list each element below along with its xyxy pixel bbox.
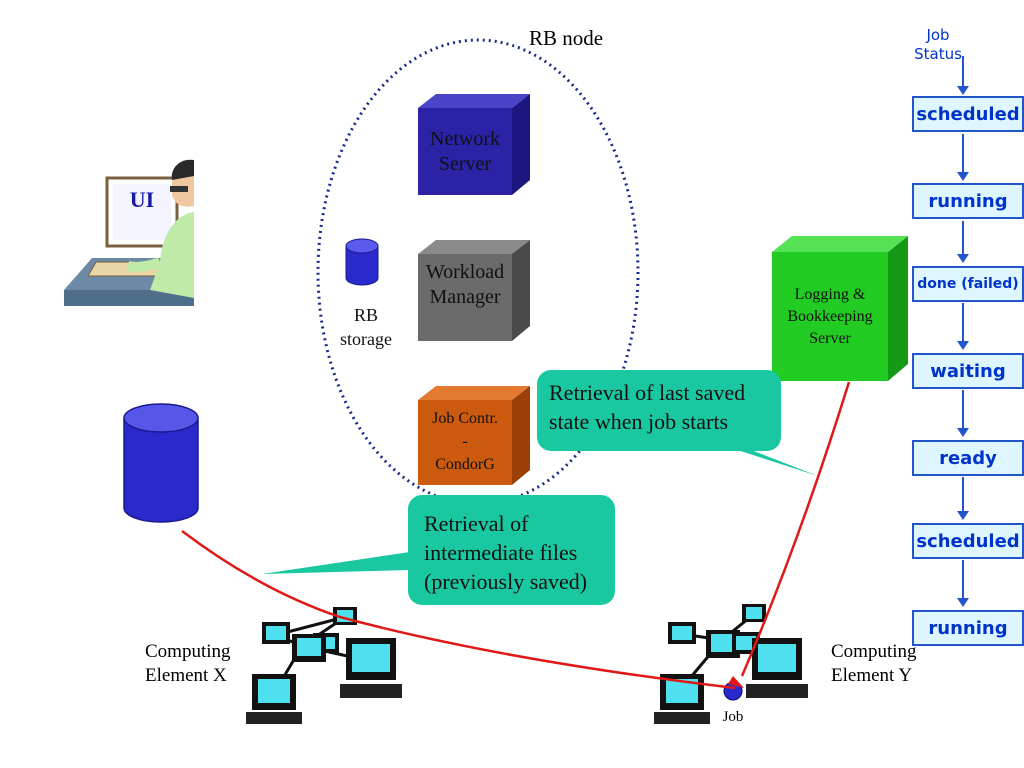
last-state-callout-shape: [537, 370, 818, 476]
intermediate-callout-shape: [262, 495, 615, 605]
data-flow-lines: [181, 381, 851, 690]
logging-server-line-1: Logging &: [794, 286, 866, 303]
intermediate-line-3: (previously saved): [424, 569, 588, 594]
rb-node-title: RB node: [528, 26, 604, 50]
intermediate-files-callout: Retrieval of intermediate files (previou…: [424, 509, 610, 596]
status-waiting: waiting: [912, 353, 1024, 389]
rb-storage-line-2: storage: [340, 329, 392, 349]
rb-storage-cylinder: [345, 238, 379, 286]
intermediate-line-2: intermediate files: [424, 540, 578, 565]
computing-element-y-label: Computing Element Y: [831, 640, 917, 688]
job-status-title-line-2: Status: [914, 45, 962, 63]
last-state-callout: Retrieval of last saved state when job s…: [549, 378, 777, 436]
status-scheduled: scheduled: [912, 96, 1024, 132]
rb-storage-line-1: RB: [353, 305, 378, 325]
job-controller-cube: [418, 386, 530, 485]
status-ready: ready: [912, 440, 1024, 476]
last-state-line-2: state when job starts: [549, 409, 729, 434]
job-status-arrows: [957, 56, 969, 607]
logging-server-line-2: Bookkeeping: [787, 308, 873, 325]
computing-element-y-network: [654, 604, 808, 724]
rb-storage-label: RB storage: [330, 302, 402, 352]
ce-y-line-2: Element Y: [831, 665, 913, 686]
network-server-line-1: Network: [430, 127, 500, 150]
workload-manager-cube: [418, 240, 530, 341]
job-controller-label: Job Contr. - CondorG: [414, 398, 516, 484]
intermediate-files-line: [181, 530, 736, 690]
last-state-line-1: Retrieval of last saved: [549, 380, 746, 405]
intermediate-line-1: Retrieval of: [424, 511, 529, 536]
job-label: Job: [722, 709, 744, 725]
job-controller-line-3: CondorG: [435, 455, 495, 473]
network-server-cube: [418, 94, 530, 195]
logging-bookkeeping-cube: [772, 236, 908, 381]
computing-element-x-label: Computing Element X: [145, 640, 231, 688]
rb-node-boundary: [316, 38, 640, 506]
workload-manager-label: Workload Manager: [418, 254, 512, 340]
workload-manager-line-1: Workload: [425, 261, 505, 283]
job-status-title: Job Status: [900, 26, 976, 64]
ui-label: UI: [129, 187, 155, 212]
network-server-line-2: Server: [438, 152, 492, 175]
status-running: running: [912, 183, 1024, 219]
last-state-line: [740, 381, 851, 677]
logging-server-line-3: Server: [809, 330, 851, 347]
job-status-title-line-1: Job: [926, 26, 950, 44]
workload-manager-line-2: Manager: [429, 286, 501, 308]
status-scheduled-2: scheduled: [912, 523, 1024, 559]
job-controller-line-2: -: [462, 432, 468, 450]
network-server-label: Network Server: [418, 108, 512, 195]
computing-element-x-network: [246, 607, 402, 724]
ce-y-line-1: Computing: [831, 641, 917, 662]
status-running-2: running: [912, 610, 1024, 646]
logging-bookkeeping-label: Logging & Bookkeeping Server: [772, 284, 888, 354]
ce-x-line-2: Element X: [145, 665, 227, 686]
status-done-failed: done (failed): [912, 266, 1024, 302]
job-controller-line-1: Job Contr.: [432, 409, 498, 427]
storage-cylinder: [123, 403, 199, 523]
ce-x-line-1: Computing: [145, 641, 231, 662]
ui-workstation-illustration: [64, 159, 194, 306]
